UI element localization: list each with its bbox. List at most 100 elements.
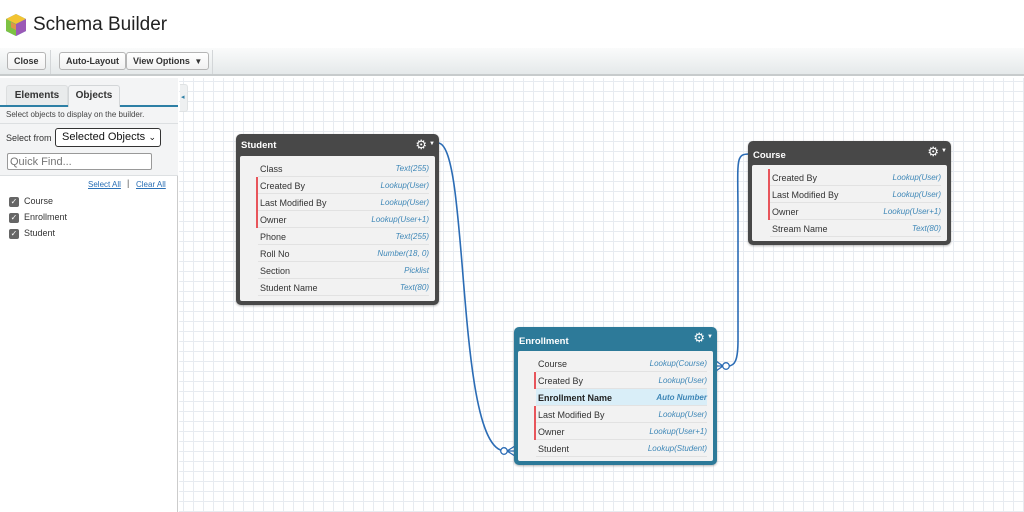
chevron-down-icon: ⌄ xyxy=(148,132,156,142)
field-name: Last Modified By xyxy=(538,410,605,420)
object-header[interactable]: Enrollment ⚙ ▼ xyxy=(514,327,717,349)
select-value: Selected Objects xyxy=(62,131,146,143)
toolbar-divider xyxy=(50,50,51,74)
field-name: Owner xyxy=(260,215,287,225)
object-title: Student xyxy=(241,140,277,151)
field-name: Course xyxy=(538,359,568,369)
field-type: Auto Number xyxy=(656,393,707,402)
field-row[interactable]: Last Modified By Lookup(User) xyxy=(256,194,429,211)
tab-objects[interactable]: Objects xyxy=(68,85,120,107)
clear-all-link[interactable]: Clear All xyxy=(136,180,166,189)
gear-icon[interactable]: ⚙ xyxy=(693,330,705,345)
object-header[interactable]: Course ⚙ ▼ xyxy=(748,141,951,163)
field-type: Lookup(User) xyxy=(380,198,429,207)
field-type: Lookup(User+1) xyxy=(371,215,429,224)
field-row[interactable]: Created By Lookup(User) xyxy=(768,169,941,186)
app-header: Schema Builder xyxy=(0,0,1024,48)
field-name: Owner xyxy=(538,427,565,437)
select-all-link[interactable]: Select All xyxy=(88,180,121,189)
field-type: Picklist xyxy=(404,266,429,275)
field-type: Text(255) xyxy=(395,164,430,173)
field-type: Lookup(User) xyxy=(658,376,707,385)
field-row[interactable]: Owner Lookup(User+1) xyxy=(256,211,429,228)
field-type: Text(80) xyxy=(911,224,941,233)
sidebar-controls: Elements Objects Select objects to displ… xyxy=(0,78,178,176)
object-label: Course xyxy=(24,196,54,206)
field-row[interactable]: Created By Lookup(User) xyxy=(534,372,707,389)
link-separator: | xyxy=(127,178,130,188)
field-name: Created By xyxy=(260,181,306,191)
field-row[interactable]: Owner Lookup(User+1) xyxy=(534,423,707,440)
field-row[interactable]: Section Picklist xyxy=(258,262,429,279)
select-from-dropdown[interactable]: Selected Objects ⌄ xyxy=(55,128,161,147)
object-label: Student xyxy=(24,228,56,238)
field-name: Owner xyxy=(772,207,799,217)
field-type: Lookup(User) xyxy=(892,173,941,182)
field-name: Stream Name xyxy=(772,224,828,234)
caret-down-icon[interactable]: ▼ xyxy=(707,334,713,340)
field-list: Course Lookup(Course) Created By Lookup(Us… xyxy=(518,351,713,461)
checkbox-checked-icon[interactable]: ✓ xyxy=(9,197,19,207)
gear-icon[interactable]: ⚙ xyxy=(415,137,427,152)
field-type: Text(255) xyxy=(395,232,430,241)
field-row[interactable]: Class Text(255) xyxy=(258,160,429,177)
field-name: Section xyxy=(260,266,291,276)
sidebar: Elements Objects Select objects to displ… xyxy=(0,78,178,512)
tab-elements[interactable]: Elements xyxy=(6,85,68,106)
field-type: Lookup(Course) xyxy=(649,359,707,368)
object-label: Enrollment xyxy=(24,212,68,222)
gear-icon[interactable]: ⚙ xyxy=(927,144,939,159)
field-type: Lookup(User+1) xyxy=(649,427,707,436)
field-type: Lookup(Student) xyxy=(647,444,707,453)
field-row-name-field[interactable]: Enrollment Name Auto Number xyxy=(536,389,707,406)
app-title: Schema Builder xyxy=(33,14,168,35)
close-button[interactable]: Close xyxy=(7,52,46,70)
field-name: Enrollment Name xyxy=(538,393,613,403)
checkbox-checked-icon[interactable]: ✓ xyxy=(9,213,19,223)
object-card-enrollment[interactable]: Enrollment ⚙ ▼ Course Lookup(Course) Crea… xyxy=(514,327,717,465)
field-name: Created By xyxy=(538,376,584,386)
field-type: Lookup(User) xyxy=(380,181,429,190)
auto-layout-button[interactable]: Auto-Layout xyxy=(59,52,126,70)
field-name: Last Modified By xyxy=(260,198,327,208)
field-row[interactable]: Stream Name Text(80) xyxy=(770,220,941,237)
sidebar-hint: Select objects to display on the builder… xyxy=(6,110,145,119)
field-name: Created By xyxy=(772,173,818,183)
caret-down-icon: ▼ xyxy=(194,57,203,66)
object-card-course[interactable]: Course ⚙ ▼ Created By Lookup(User) Last M… xyxy=(748,141,951,245)
field-name: Class xyxy=(260,164,283,174)
cube-logo-icon xyxy=(6,14,26,36)
field-row[interactable]: Course Lookup(Course) xyxy=(536,355,707,372)
field-row[interactable]: Created By Lookup(User) xyxy=(256,177,429,194)
caret-down-icon[interactable]: ▼ xyxy=(941,148,947,154)
collapse-left-icon: ◂ xyxy=(181,94,185,101)
field-type: Lookup(User+1) xyxy=(883,207,941,216)
view-options-label: View Options xyxy=(133,56,190,66)
field-name: Last Modified By xyxy=(772,190,839,200)
sidebar-collapse-handle[interactable]: ◂ xyxy=(180,84,188,112)
field-type: Lookup(User) xyxy=(658,410,707,419)
field-name: Student xyxy=(538,444,570,454)
caret-down-icon[interactable]: ▼ xyxy=(429,141,435,147)
field-type: Number(18, 0) xyxy=(377,249,429,258)
object-header[interactable]: Student ⚙ ▼ xyxy=(236,134,439,156)
quick-find-input[interactable] xyxy=(7,153,152,170)
field-name: Roll No xyxy=(260,249,290,259)
field-row[interactable]: Last Modified By Lookup(User) xyxy=(534,406,707,423)
field-row[interactable]: Owner Lookup(User+1) xyxy=(768,203,941,220)
select-from-label: Select from xyxy=(6,133,52,143)
field-row[interactable]: Student Lookup(Student) xyxy=(536,440,707,457)
field-row[interactable]: Roll No Number(18, 0) xyxy=(258,245,429,262)
field-name: Student Name xyxy=(260,283,318,293)
object-title: Course xyxy=(753,150,786,161)
toolbar-divider xyxy=(212,50,213,74)
checkbox-checked-icon[interactable]: ✓ xyxy=(9,229,19,239)
view-options-button[interactable]: View Options ▼ xyxy=(126,52,210,70)
divider xyxy=(0,123,178,124)
